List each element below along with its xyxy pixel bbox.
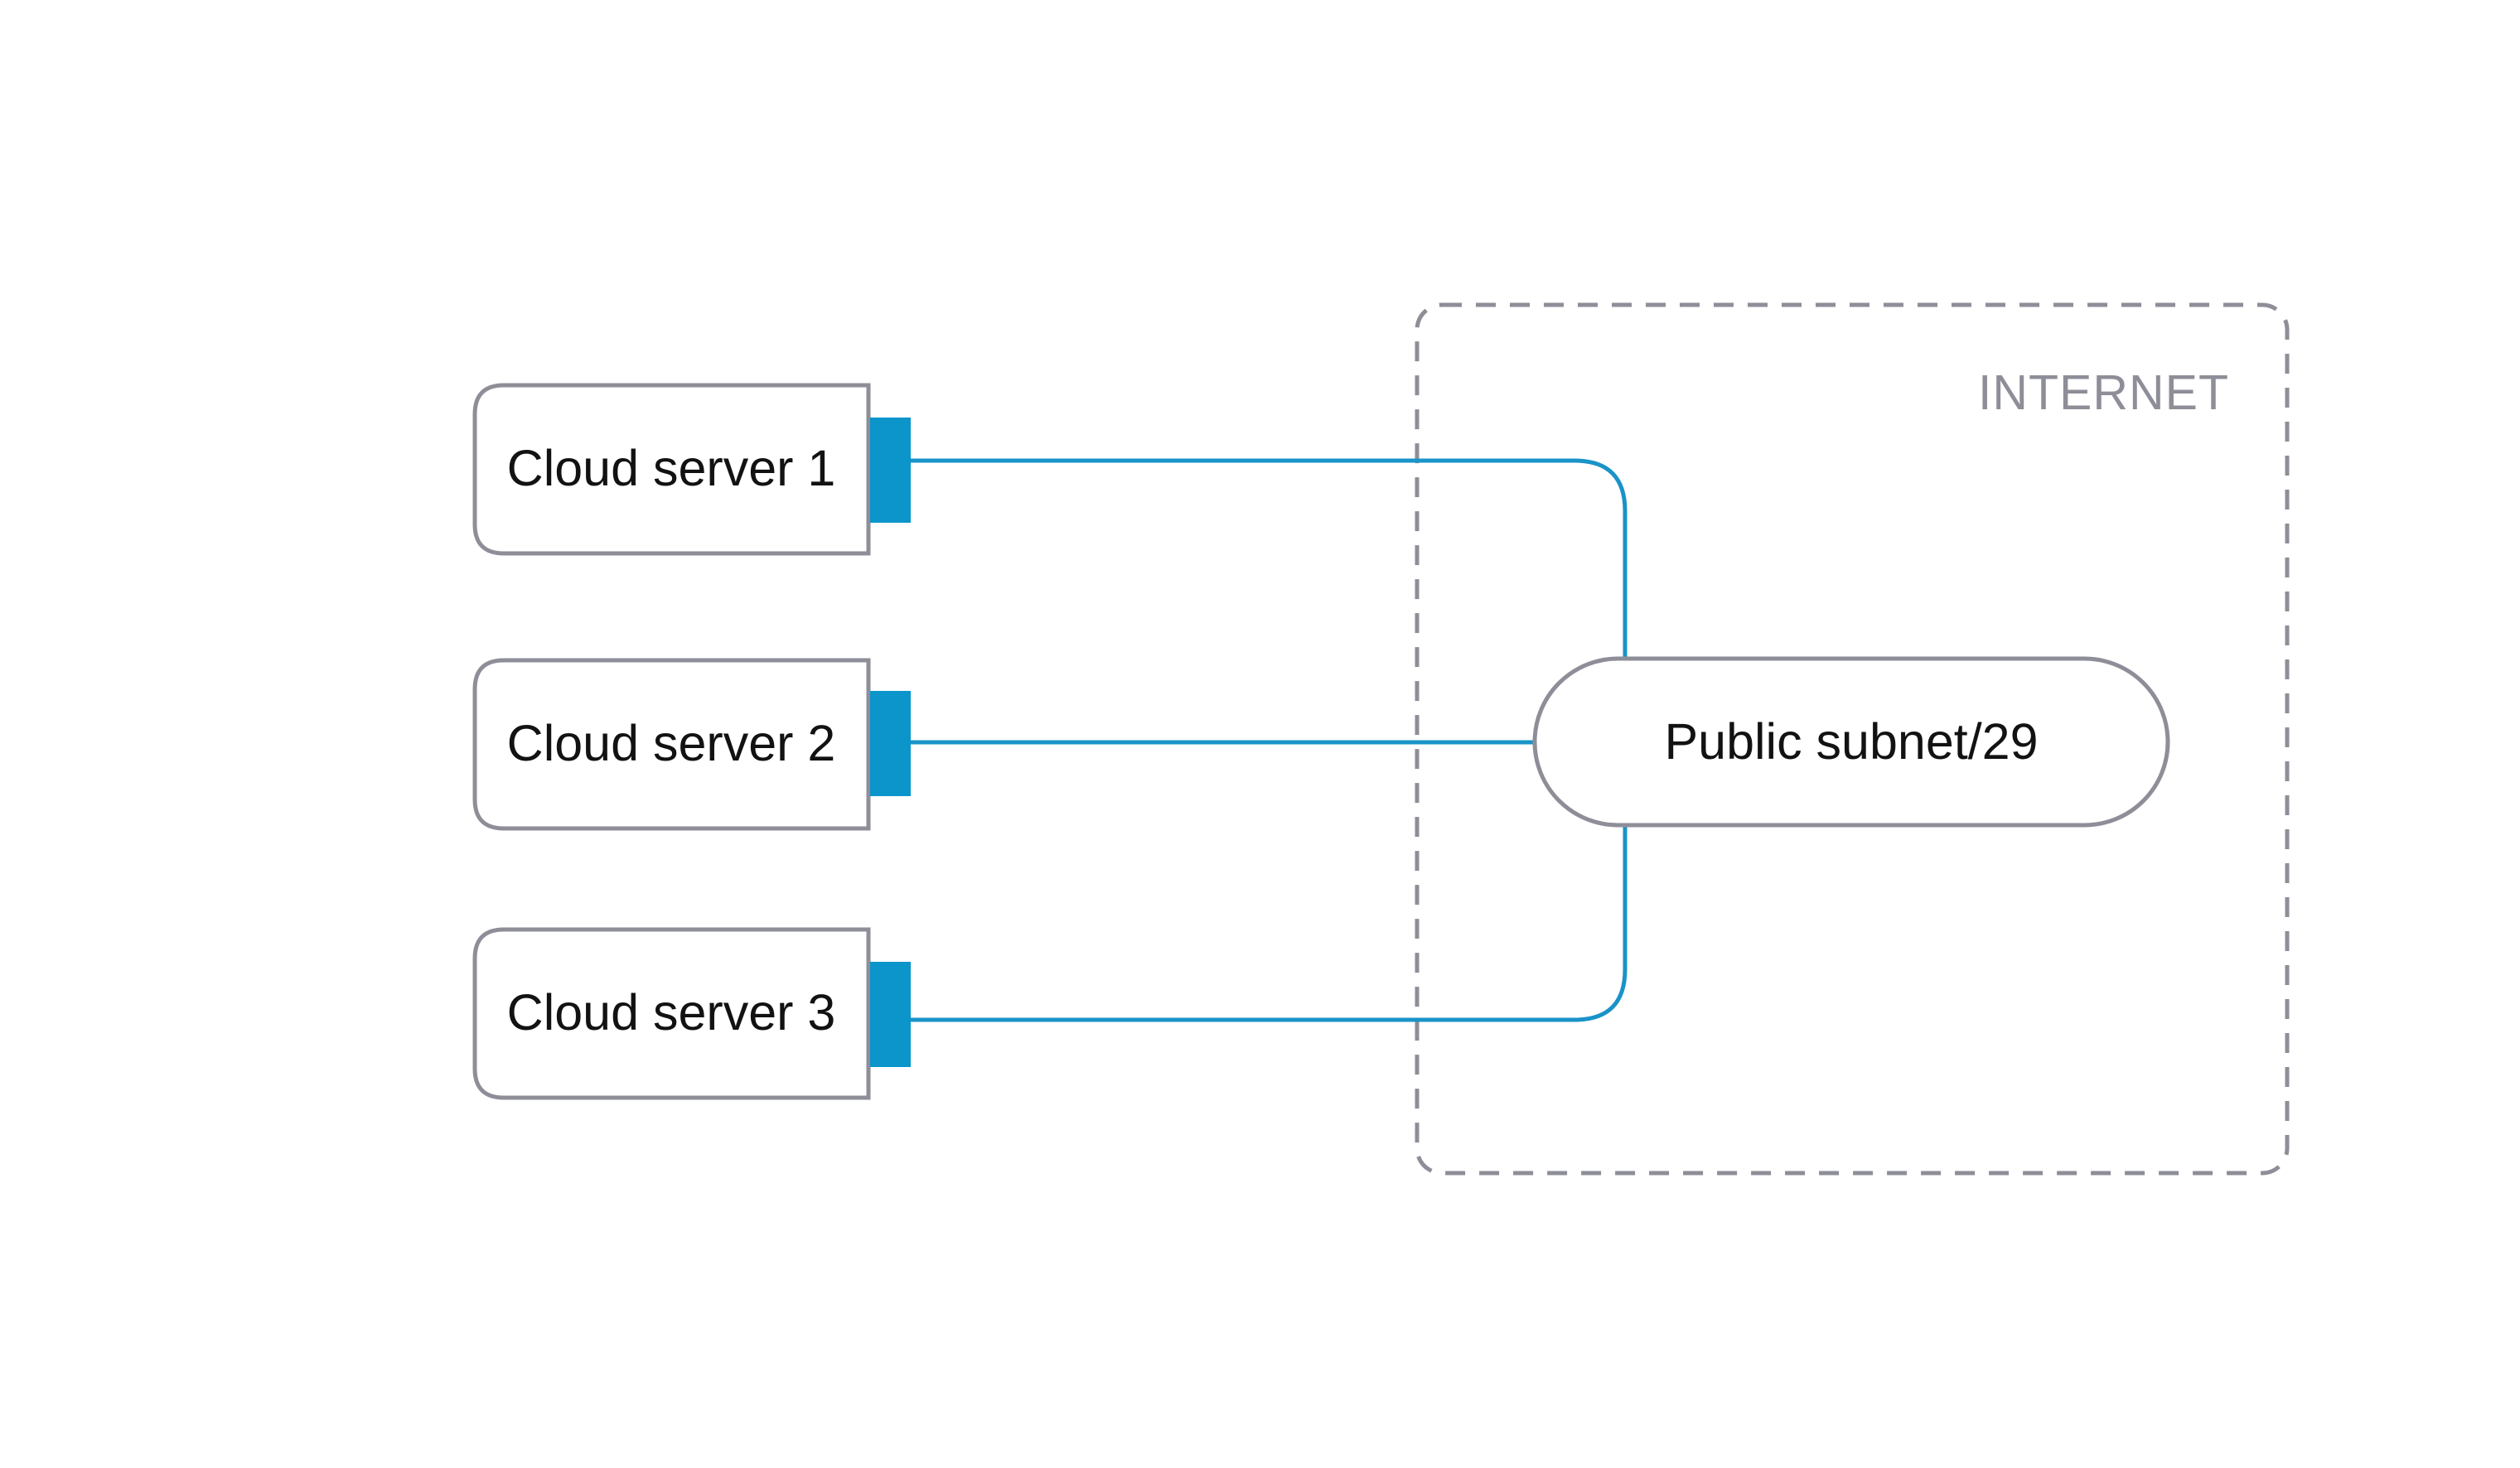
cloud-server-3-label: Cloud server 3 bbox=[507, 984, 836, 1041]
cloud-server-2-port-icon bbox=[870, 691, 911, 796]
internet-zone-label: INTERNET bbox=[1978, 365, 2229, 420]
connections bbox=[907, 458, 1628, 1022]
public-subnet-node bbox=[1532, 656, 2170, 828]
cloud-server-2-box bbox=[472, 658, 871, 831]
cloud-server-3-port-icon bbox=[870, 962, 911, 1067]
cloud-server-3-box bbox=[472, 927, 871, 1100]
link-server-1 bbox=[907, 458, 1628, 659]
cloud-server-3: Cloud server 3 bbox=[472, 927, 911, 1100]
public-subnet-label: Public subnet/29 bbox=[1664, 713, 2038, 770]
internet-zone-border bbox=[1415, 302, 2290, 1176]
public-subnet: Public subnet/29 bbox=[1532, 656, 2170, 828]
cloud-server-2: Cloud server 2 bbox=[472, 658, 911, 831]
cloud-server-1: Cloud server 1 bbox=[472, 383, 911, 556]
cloud-server-1-label: Cloud server 1 bbox=[507, 440, 836, 496]
link-server-3 bbox=[907, 825, 1628, 1022]
internet-zone: INTERNET bbox=[1415, 302, 2290, 1176]
cloud-server-1-box bbox=[472, 383, 871, 556]
cloud-server-2-label: Cloud server 2 bbox=[507, 715, 836, 771]
cloud-server-1-port-icon bbox=[870, 418, 911, 523]
